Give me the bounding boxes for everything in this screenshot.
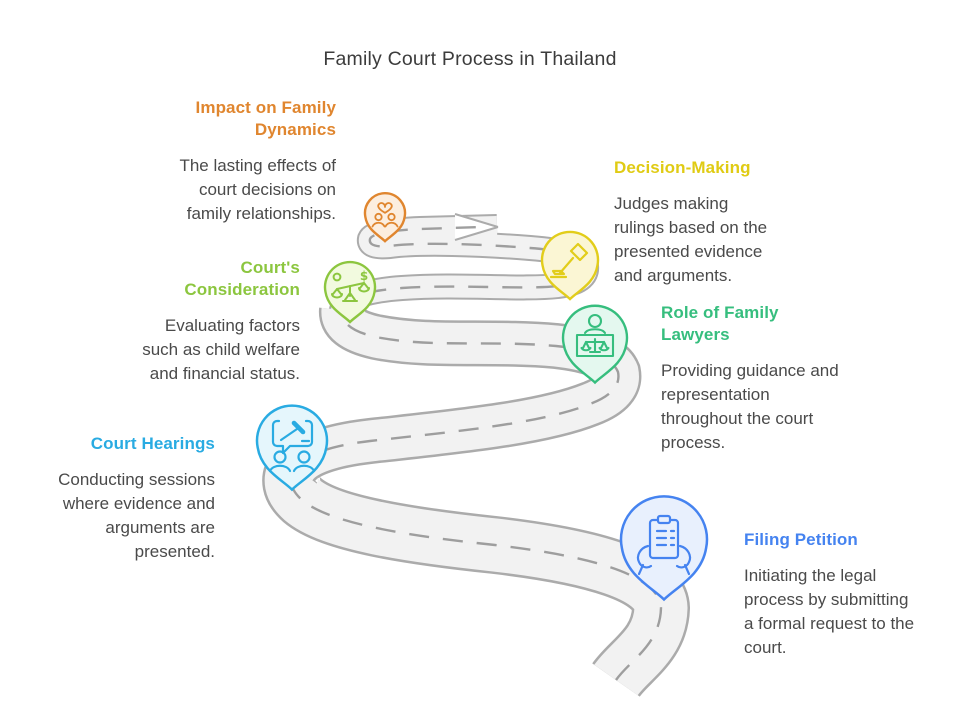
step-description-filing-petition: Initiating the legal process by submitti… [744, 566, 915, 657]
gavel-icon [549, 242, 589, 279]
balance-scale-person-vs-money-icon: $ [331, 269, 370, 302]
step-description-decision-making: Judges making rulings based on the prese… [614, 194, 768, 285]
family-with-heart-icon [371, 202, 399, 228]
pin-filing-petition [619, 495, 709, 601]
step-filing-petition: Filing Petition Initiating the legal pro… [744, 529, 920, 660]
lawyer-at-desk-with-scales-icon [575, 313, 615, 358]
step-title-filing-petition: Filing Petition [744, 530, 858, 549]
step-title-role-of-family-lawyers: Role of Family Lawyers [661, 303, 779, 344]
step-title-decision-making: Decision-Making [614, 158, 751, 177]
step-decision-making: Decision-Making Judges making rulings ba… [614, 157, 776, 288]
step-description-role-of-family-lawyers: Providing guidance and representation th… [661, 361, 839, 452]
pin-impact-on-family-dynamics [364, 192, 406, 242]
step-title-courts-consideration: Court's Consideration [184, 258, 300, 299]
pin-decision-making [541, 231, 599, 300]
dollar-symbol: $ [360, 269, 368, 283]
step-role-of-family-lawyers: Role of Family Lawyers Providing guidanc… [661, 302, 841, 455]
step-title-impact-on-family-dynamics: Impact on Family Dynamics [195, 98, 336, 139]
step-description-impact-on-family-dynamics: The lasting effects of court decisions o… [179, 156, 336, 223]
step-description-courts-consideration: Evaluating factors such as child welfare… [142, 316, 300, 383]
gavel-speech-bubble-two-people-icon [268, 419, 316, 473]
road-center-dashes [290, 225, 663, 681]
page-title: Family Court Process in Thailand [323, 48, 617, 70]
pin-court-hearings [256, 404, 328, 491]
pin-courts-consideration: $ [324, 261, 376, 323]
step-court-hearings: Court Hearings Conducting sessions where… [35, 433, 215, 564]
hands-holding-petition-document-icon [636, 514, 692, 576]
step-impact-on-family-dynamics: Impact on Family Dynamics The lasting ef… [151, 97, 336, 226]
step-courts-consideration: Court's Consideration Evaluating factors… [125, 257, 300, 386]
step-title-court-hearings: Court Hearings [90, 434, 215, 453]
pin-role-of-family-lawyers [562, 304, 628, 384]
step-description-court-hearings: Conducting sessions where evidence and a… [58, 470, 215, 561]
